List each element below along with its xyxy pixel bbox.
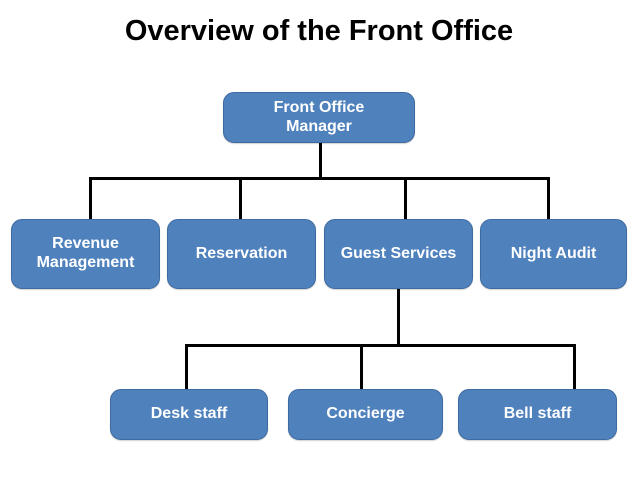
node-bell-staff[interactable]: Bell staff	[458, 389, 617, 440]
node-label: Revenue Management	[36, 235, 135, 271]
connector-manager-stem	[319, 142, 322, 180]
node-label: Guest Services	[340, 244, 457, 262]
connector-to-guest-services	[404, 177, 407, 221]
page-title: Overview of the Front Office	[124, 15, 514, 47]
node-reservation[interactable]: Reservation	[167, 219, 316, 289]
node-label: Bell staff	[503, 405, 572, 423]
node-label: Reservation	[195, 244, 288, 262]
connector-to-bell-staff	[573, 344, 576, 391]
connector-level3-bus	[185, 344, 576, 347]
connector-to-reservation	[239, 177, 242, 221]
connector-to-desk-staff	[185, 344, 188, 391]
node-label: Desk staff	[150, 405, 228, 423]
node-desk-staff[interactable]: Desk staff	[110, 389, 268, 440]
node-night-audit[interactable]: Night Audit	[480, 219, 627, 289]
node-label: Front Office Manager	[273, 98, 365, 135]
connector-level2-bus	[89, 177, 550, 180]
node-label: Concierge	[326, 405, 405, 423]
node-revenue-management[interactable]: Revenue Management	[11, 219, 160, 289]
connector-to-revenue-management	[89, 177, 92, 221]
connector-to-concierge	[360, 344, 363, 391]
node-front-office-manager[interactable]: Front Office Manager	[223, 92, 415, 143]
node-guest-services[interactable]: Guest Services	[324, 219, 473, 289]
node-label: Night Audit	[510, 244, 597, 262]
connector-guest-services-stem	[397, 288, 400, 346]
node-concierge[interactable]: Concierge	[288, 389, 443, 440]
connector-to-night-audit	[547, 177, 550, 221]
